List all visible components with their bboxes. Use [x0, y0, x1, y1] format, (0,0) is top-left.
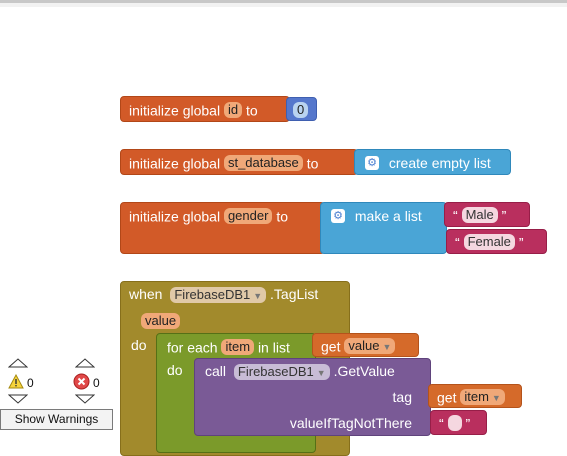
quote-close-icon: ” — [465, 415, 471, 432]
var-name-st-database[interactable]: st_database — [223, 155, 303, 172]
event-name-label: .TagList — [270, 286, 319, 302]
to-label: to — [276, 208, 289, 225]
for-each-item-var[interactable]: item — [221, 339, 255, 356]
warnings-panel: 0 0 Show Warnings — [0, 354, 115, 432]
event-param-row: value — [129, 312, 341, 334]
make-a-list-block[interactable]: ⚙ make a list — [320, 202, 447, 254]
arrow-up-icon[interactable] — [8, 358, 28, 368]
quote-open-icon: “ — [453, 207, 458, 224]
chevron-down-icon: ▼ — [316, 368, 326, 378]
init-label: initialize global — [129, 155, 221, 172]
init-global-id-block[interactable]: initialize global id to — [120, 96, 290, 122]
text-block-male[interactable]: “ Male ” — [444, 202, 530, 227]
do-label: do — [131, 337, 147, 353]
call-component-dropdown[interactable]: FirebaseDB1▼ — [233, 364, 330, 380]
show-warnings-button[interactable]: Show Warnings — [0, 409, 113, 430]
get-value-var: value — [348, 338, 380, 354]
to-label: to — [245, 102, 258, 119]
number-value[interactable]: 0 — [293, 102, 309, 119]
event-component-dropdown[interactable]: FirebaseDB1▼ — [170, 287, 267, 303]
arrow-up-icon[interactable] — [75, 358, 95, 368]
warning-icon — [8, 374, 24, 389]
call-header-row: call FirebaseDB1▼ .GetValue — [205, 363, 420, 383]
event-header-row: when FirebaseDB1▼ .TagList — [129, 286, 341, 306]
gear-icon[interactable]: ⚙ — [365, 156, 379, 171]
value-if-tag-not-there-label: valueIfTagNotThere — [289, 415, 412, 431]
var-name-gender[interactable]: gender — [223, 208, 273, 225]
canvas-top-border — [0, 0, 567, 3]
for-each-label: for each — [167, 339, 218, 356]
get-value-block[interactable]: get value▼ — [312, 333, 419, 357]
get-item-dropdown[interactable]: item▼ — [460, 389, 505, 406]
create-empty-list-label: create empty list — [388, 155, 491, 172]
chevron-down-icon: ▼ — [382, 342, 392, 353]
quote-open-icon: “ — [439, 415, 444, 432]
quote-open-icon: “ — [455, 234, 460, 251]
init-label: initialize global — [129, 208, 221, 225]
when-label: when — [129, 286, 163, 302]
chevron-down-icon: ▼ — [491, 393, 501, 404]
make-a-list-label: make a list — [354, 208, 422, 225]
in-list-label: in list — [257, 339, 290, 356]
call-label: call — [205, 363, 227, 379]
call-method-label: .GetValue — [333, 363, 395, 379]
init-label: initialize global — [129, 102, 221, 119]
empty-text-block[interactable]: “ ” — [430, 410, 487, 435]
error-icon — [73, 373, 90, 390]
init-global-st-database-block[interactable]: initialize global st_database to — [120, 149, 358, 175]
empty-text-value[interactable] — [447, 415, 462, 432]
arrow-down-icon[interactable] — [75, 394, 95, 404]
quote-close-icon: ” — [518, 234, 524, 251]
warning-count: 0 — [27, 376, 34, 390]
canvas-top-strip — [0, 3, 567, 7]
text-value-female[interactable]: Female — [463, 234, 515, 251]
get-item-var: item — [464, 389, 489, 405]
text-block-female[interactable]: “ Female ” — [446, 229, 547, 254]
init-global-gender-block[interactable]: initialize global gender to — [120, 202, 325, 254]
get-value-dropdown[interactable]: value▼ — [344, 338, 396, 355]
var-name-id[interactable]: id — [223, 102, 243, 119]
quote-close-icon: ” — [501, 207, 507, 224]
to-label: to — [306, 155, 319, 172]
tag-label: tag — [392, 389, 412, 405]
text-value-male[interactable]: Male — [461, 207, 498, 224]
arrow-down-icon[interactable] — [8, 394, 28, 404]
get-label: get — [437, 389, 457, 406]
for-each-do-label: do — [167, 362, 183, 378]
get-item-block[interactable]: get item▼ — [428, 384, 522, 408]
call-component-name: FirebaseDB1 — [237, 364, 314, 379]
get-label: get — [321, 338, 341, 355]
create-empty-list-block[interactable]: ⚙ create empty list — [354, 149, 511, 175]
error-count: 0 — [93, 376, 100, 390]
gear-icon[interactable]: ⚙ — [331, 209, 345, 224]
call-getvalue-block[interactable]: call FirebaseDB1▼ .GetValue tag valueIfT… — [194, 358, 431, 436]
event-param-value[interactable]: value — [141, 313, 181, 329]
event-component-name: FirebaseDB1 — [174, 287, 251, 302]
chevron-down-icon: ▼ — [253, 291, 263, 301]
number-block[interactable]: 0 — [286, 97, 317, 121]
